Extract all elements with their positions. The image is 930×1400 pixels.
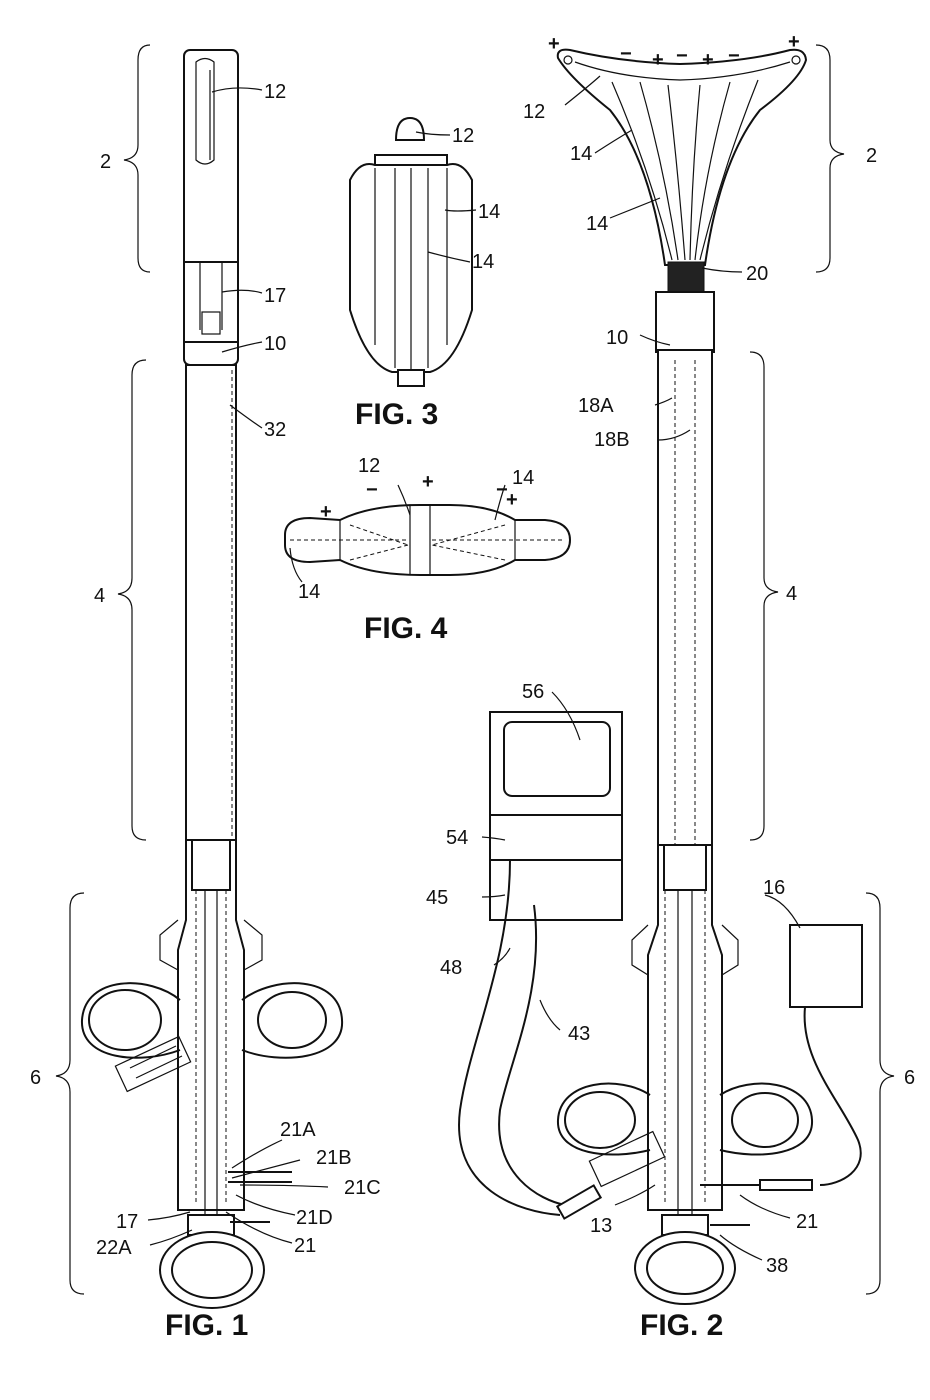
label-21d-fig1: 21D xyxy=(296,1207,333,1229)
label-32-fig1: 32 xyxy=(264,419,286,441)
fig4-sign-4: + xyxy=(506,489,518,511)
label-14a-fig4: 14 xyxy=(512,467,534,489)
bracket-6-fig1: 6 xyxy=(30,1067,41,1089)
fig2-caption: FIG. 2 xyxy=(640,1309,723,1342)
bracket-2-fig2: 2 xyxy=(866,145,877,167)
fig2-sign-4: − xyxy=(676,45,688,67)
label-18b-fig2: 18B xyxy=(594,429,630,451)
fig1-device xyxy=(80,49,344,1309)
fig2-sign-6: − xyxy=(728,45,740,67)
fig4-sign-5: + xyxy=(320,501,332,523)
fig4-sign-1: − xyxy=(366,479,378,501)
fig3-electrode-array xyxy=(349,116,473,387)
brackets xyxy=(55,44,895,1295)
label-56-fig2: 56 xyxy=(522,681,544,703)
label-17-fig1: 17 xyxy=(264,285,286,307)
leader-lines xyxy=(147,75,801,1261)
bracket-2-fig1: 2 xyxy=(100,151,111,173)
label-20-fig2: 20 xyxy=(746,263,768,285)
label-14b-fig3: 14 xyxy=(472,251,494,273)
fig4-sign-3: − xyxy=(496,479,508,501)
label-21-fig1: 21 xyxy=(294,1235,316,1257)
label-10-fig2: 10 xyxy=(606,327,628,349)
label-18a-fig2: 18A xyxy=(578,395,614,417)
fig2-sign-2: − xyxy=(620,43,632,65)
fig2-device xyxy=(458,48,863,1305)
fig1-caption: FIG. 1 xyxy=(165,1309,248,1342)
label-12-fig2: 12 xyxy=(523,101,545,123)
fig2-sign-5: + xyxy=(702,49,714,71)
label-12-fig4: 12 xyxy=(358,455,380,477)
label-22a-fig1: 22A xyxy=(96,1237,132,1259)
fig4-caption: FIG. 4 xyxy=(364,612,448,645)
bracket-4-fig2: 4 xyxy=(786,583,797,605)
fig2-sign-1: + xyxy=(548,33,560,55)
bracket-4-fig1: 4 xyxy=(94,585,105,607)
fig3-caption: FIG. 3 xyxy=(355,398,438,431)
label-17b-fig1: 17 xyxy=(116,1211,138,1233)
fig2-sign-7: + xyxy=(788,31,800,53)
label-14a-fig2: 14 xyxy=(570,143,592,165)
label-54-fig2: 54 xyxy=(446,827,468,849)
label-43-fig2: 43 xyxy=(568,1023,590,1045)
bracket-6-fig2: 6 xyxy=(904,1067,915,1089)
fig4-electrode-array xyxy=(284,504,572,576)
label-45-fig2: 45 xyxy=(426,887,448,909)
label-13-fig2: 13 xyxy=(590,1215,612,1237)
label-10-fig1: 10 xyxy=(264,333,286,355)
fig4-sign-2: + xyxy=(422,471,434,493)
label-21a-fig1: 21A xyxy=(280,1119,316,1141)
fig2-sign-3: + xyxy=(652,49,664,71)
fig3-labels: 12 14 14 FIG. 3 xyxy=(355,125,500,431)
fig2-labels: + − + − + − + 12 14 14 20 10 18A 18B 56 … xyxy=(426,31,915,1342)
fig1-labels: 12 17 10 32 21A 21B 21C 21D 21 17 22A 2 … xyxy=(30,81,381,1342)
label-21b-fig1: 21B xyxy=(316,1147,352,1169)
label-14b-fig4: 14 xyxy=(298,581,320,603)
fig4-labels: 12 14 14 − + − + + FIG. 4 xyxy=(298,455,534,645)
label-48-fig2: 48 xyxy=(440,957,462,979)
label-14a-fig3: 14 xyxy=(478,201,500,223)
label-38-fig2: 38 xyxy=(766,1255,788,1277)
label-21-fig2: 21 xyxy=(796,1211,818,1233)
label-12-fig1: 12 xyxy=(264,81,286,103)
label-12-fig3: 12 xyxy=(452,125,474,147)
label-14b-fig2: 14 xyxy=(586,213,608,235)
label-16-fig2: 16 xyxy=(763,877,785,899)
label-21c-fig1: 21C xyxy=(344,1177,381,1199)
